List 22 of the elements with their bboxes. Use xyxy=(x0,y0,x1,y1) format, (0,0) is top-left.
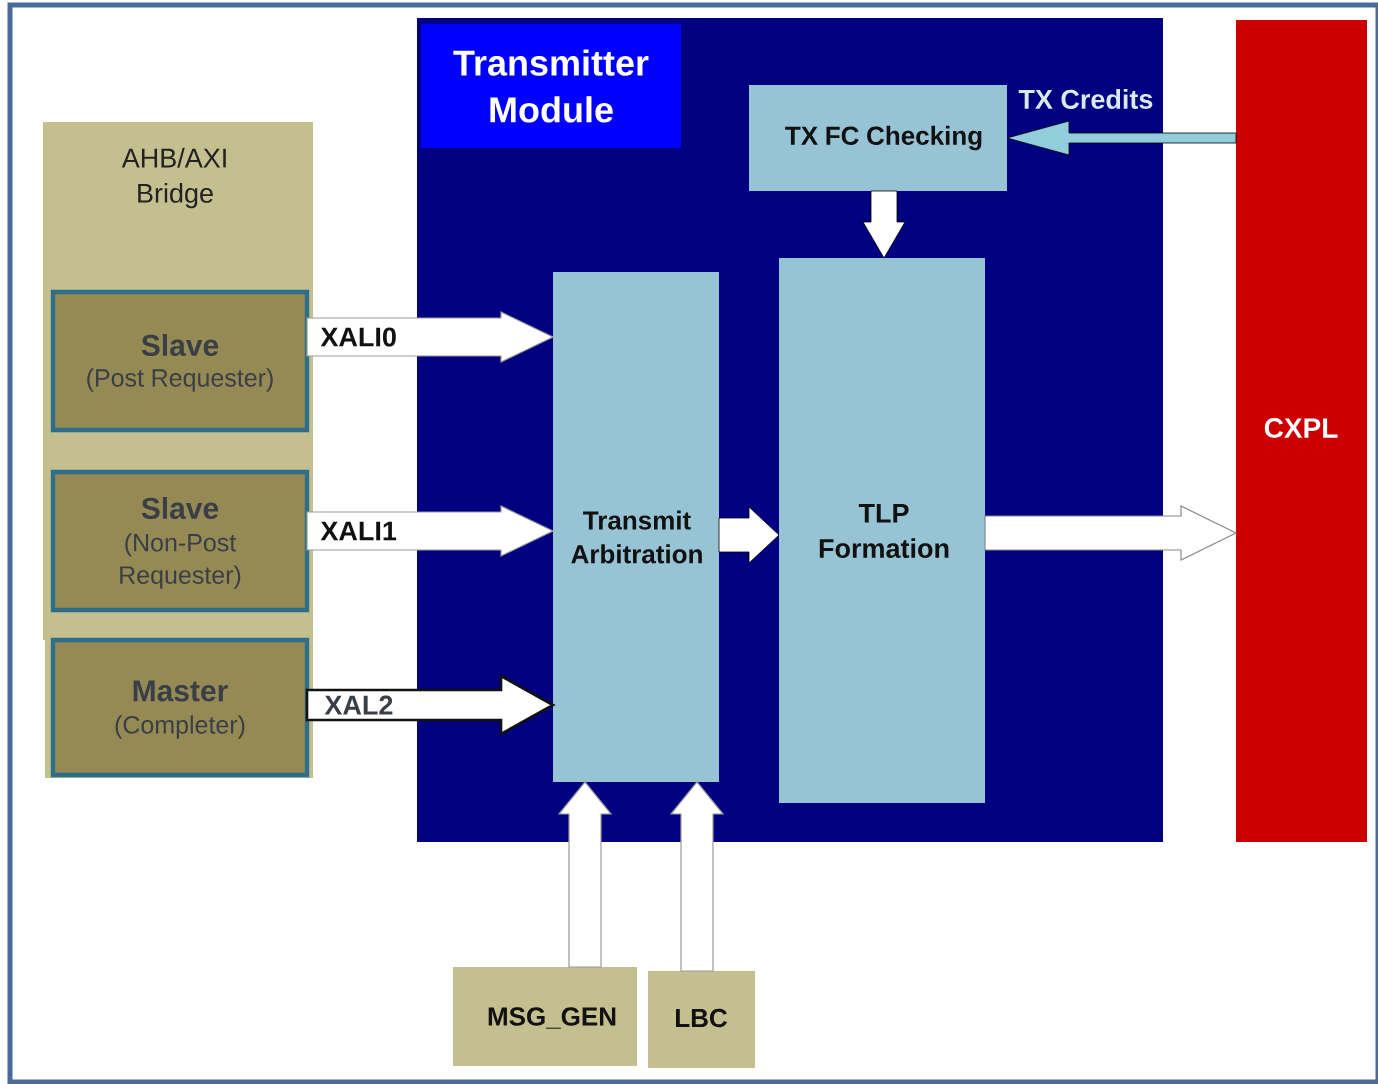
master-box: Master (Completer) xyxy=(50,637,310,778)
block-arrow xyxy=(984,505,1238,561)
block-arrow xyxy=(862,190,906,259)
block-arrow xyxy=(669,781,725,972)
edge-label: XAL2 xyxy=(324,695,393,715)
slave-box: Slave (Non-Post Requester) xyxy=(50,469,310,613)
slave-box: Slave (Post Requester) xyxy=(50,289,310,433)
block-arrow xyxy=(306,311,555,363)
block-arrow xyxy=(305,673,556,737)
block-box: TLP Formation xyxy=(779,258,985,803)
cxpl-bar: CXPL xyxy=(1236,20,1367,842)
block-box: LBC xyxy=(648,971,755,1068)
block-arrow xyxy=(718,506,780,564)
block-box: MSG_GEN xyxy=(453,967,637,1066)
block-box: Transmit Arbitration xyxy=(553,272,719,782)
block-arrow xyxy=(1006,120,1237,156)
edge-label: XALI0 xyxy=(320,327,396,347)
block-arrow xyxy=(557,781,613,968)
block-arrow xyxy=(306,505,555,557)
edge-label: TX Credits xyxy=(1018,89,1153,109)
edge-label: XALI1 xyxy=(320,521,397,541)
block-box: TX FC Checking xyxy=(749,85,1007,191)
